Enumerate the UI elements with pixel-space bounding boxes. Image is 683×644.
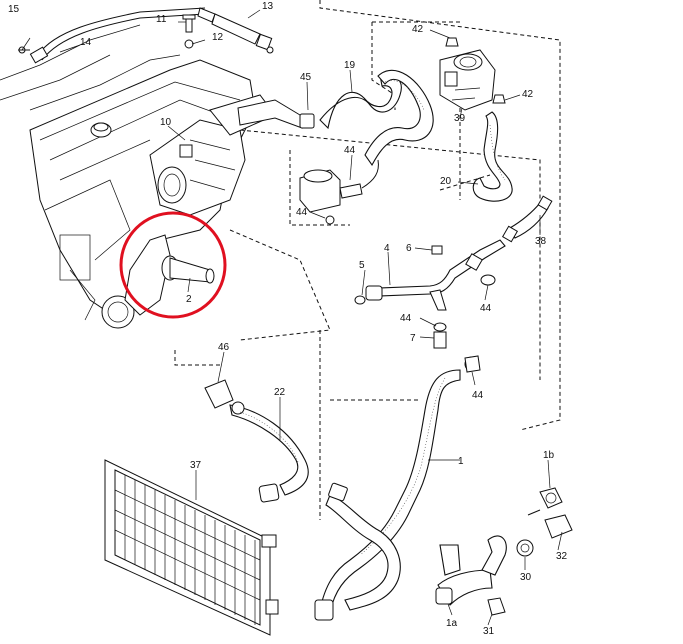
label-32: 32 xyxy=(556,551,568,562)
sensor-44 xyxy=(299,159,379,225)
hose-junction-lower xyxy=(314,482,401,621)
hose-22 xyxy=(204,379,309,503)
label-44-d: 44 xyxy=(400,313,412,324)
expansion-tank-39 xyxy=(439,37,506,111)
label-1b: 1b xyxy=(543,450,555,461)
hose-19 xyxy=(319,69,434,167)
label-31: 31 xyxy=(483,626,495,637)
heater-pipe-4 xyxy=(354,239,506,349)
parts-11-12-13 xyxy=(182,7,274,54)
part-labels: 15 14 11 12 13 10 42 19 45 42 39 44 44 2… xyxy=(8,1,568,637)
label-15: 15 xyxy=(8,4,20,15)
label-12: 12 xyxy=(212,32,224,43)
label-4: 4 xyxy=(384,243,390,254)
label-7: 7 xyxy=(410,333,416,344)
label-10: 10 xyxy=(160,117,172,128)
label-45: 45 xyxy=(300,72,312,83)
dashed-frames xyxy=(174,0,561,520)
label-22: 22 xyxy=(274,387,286,398)
label-1: 1 xyxy=(458,456,464,467)
label-14: 14 xyxy=(80,37,92,48)
label-20: 20 xyxy=(440,176,452,187)
label-6: 6 xyxy=(406,243,412,254)
label-44-b: 44 xyxy=(296,207,308,218)
label-42-top: 42 xyxy=(412,24,424,35)
leader-lines xyxy=(21,9,563,626)
label-11: 11 xyxy=(156,14,167,25)
pipe-upper xyxy=(237,99,315,129)
breather-hose-14 xyxy=(18,7,206,64)
label-5: 5 xyxy=(359,260,365,271)
label-42-right: 42 xyxy=(522,89,534,100)
label-19: 19 xyxy=(344,60,356,71)
label-37: 37 xyxy=(190,460,202,471)
radiator-37 xyxy=(104,459,279,636)
thermostat-part-2 xyxy=(124,234,215,316)
label-46: 46 xyxy=(218,342,230,353)
coolant-flange-10 xyxy=(149,94,276,216)
label-13: 13 xyxy=(262,1,274,12)
label-2: 2 xyxy=(186,294,192,305)
label-44-a: 44 xyxy=(344,145,356,156)
engine-block xyxy=(0,24,256,329)
label-1a: 1a xyxy=(446,618,458,629)
label-38: 38 xyxy=(535,236,547,247)
red-highlight-circle xyxy=(119,211,227,319)
label-44-e: 44 xyxy=(472,390,484,401)
lower-right-fittings xyxy=(435,487,573,616)
label-39: 39 xyxy=(454,113,466,124)
hose-38 xyxy=(501,195,553,243)
radiator-fins xyxy=(114,475,261,625)
label-44-c: 44 xyxy=(480,303,492,314)
label-30: 30 xyxy=(520,572,532,583)
